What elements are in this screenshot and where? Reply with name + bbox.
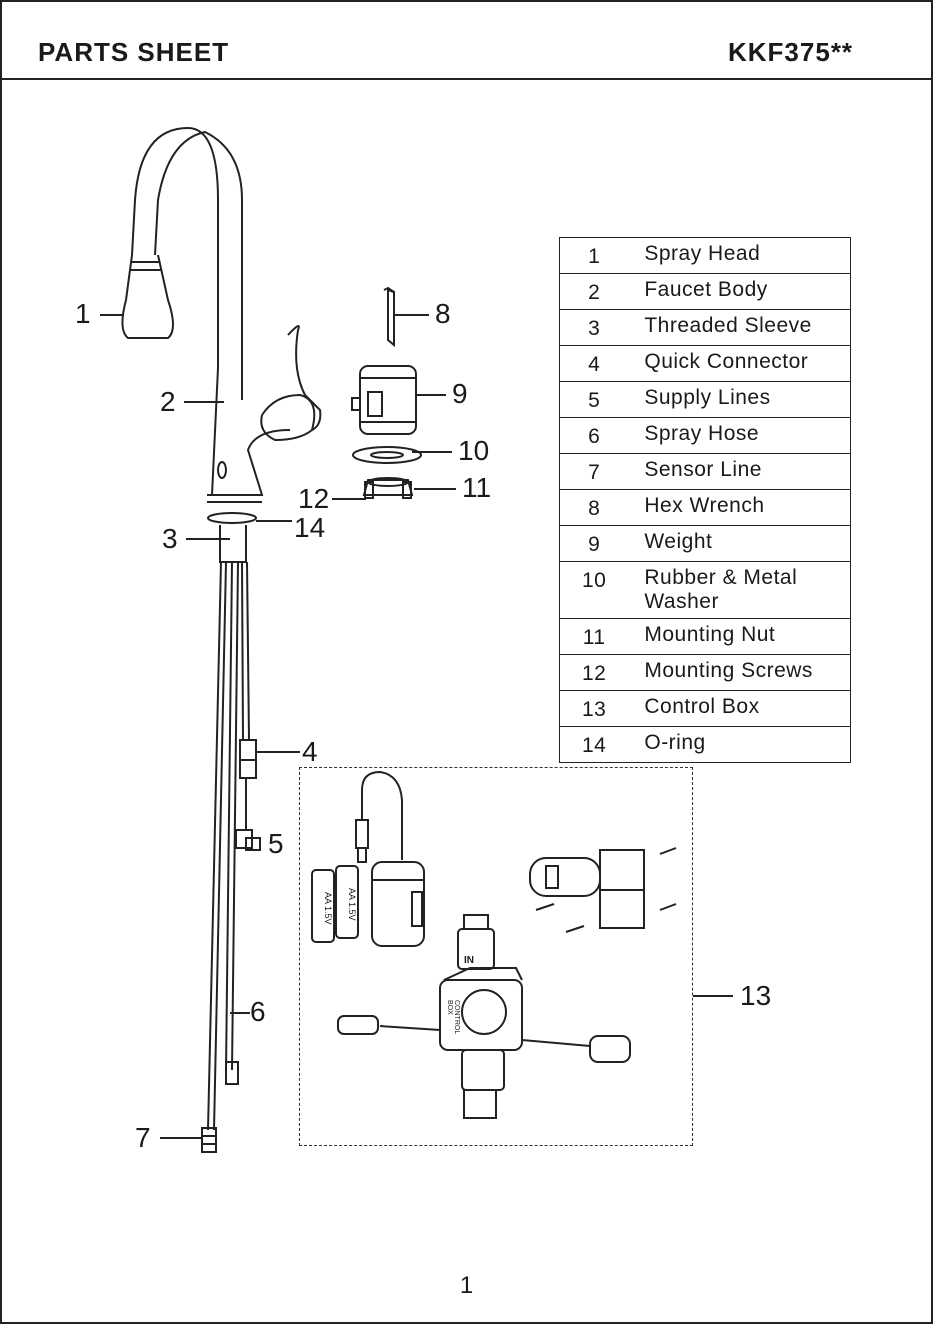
leader-1 <box>100 314 124 316</box>
part-name: O-ring <box>628 727 850 763</box>
part-name: Rubber & Metal Washer <box>628 562 850 619</box>
callout-5: 5 <box>268 830 284 858</box>
part-number: 10 <box>560 562 629 619</box>
part-number: 12 <box>560 655 629 691</box>
callout-10: 10 <box>458 437 489 465</box>
leader-14 <box>256 520 292 522</box>
callout-4: 4 <box>302 738 318 766</box>
part-number: 1 <box>560 238 629 274</box>
part-number: 7 <box>560 454 629 490</box>
part-number: 4 <box>560 346 629 382</box>
valve-in-label: IN <box>464 955 474 966</box>
callout-9: 9 <box>452 380 468 408</box>
callout-11: 11 <box>462 474 491 502</box>
callout-7: 7 <box>135 1124 151 1152</box>
callout-3: 3 <box>162 525 178 553</box>
callout-2: 2 <box>160 388 176 416</box>
leader-13 <box>693 995 733 997</box>
leader-8 <box>395 314 429 316</box>
part-number: 5 <box>560 382 629 418</box>
leader-7 <box>160 1137 202 1139</box>
part-number: 3 <box>560 310 629 346</box>
leader-10 <box>412 451 452 453</box>
leader-9 <box>416 394 446 396</box>
part-name: Mounting Screws <box>628 655 850 691</box>
part-name: Supply Lines <box>628 382 850 418</box>
callout-13: 13 <box>740 982 771 1010</box>
part-name: Threaded Sleeve <box>628 310 850 346</box>
part-name: Mounting Nut <box>628 619 850 655</box>
part-name: Faucet Body <box>628 274 850 310</box>
part-number: 9 <box>560 526 629 562</box>
callout-12: 12 <box>298 485 329 513</box>
threaded-sleeve-shape <box>220 525 246 562</box>
part-name: Sensor Line <box>628 454 850 490</box>
callout-14: 14 <box>294 514 325 542</box>
part-number: 13 <box>560 691 629 727</box>
hex-wrench-shape <box>388 290 394 345</box>
part-number: 14 <box>560 727 629 763</box>
battery-label-1: AA 1.5V <box>313 878 333 938</box>
part-name: Spray Head <box>628 238 850 274</box>
spray-head-shape <box>122 255 173 338</box>
part-name: Spray Hose <box>628 418 850 454</box>
part-number: 6 <box>560 418 629 454</box>
callout-6: 6 <box>250 998 266 1026</box>
leader-6 <box>230 1012 250 1014</box>
leader-12 <box>332 498 366 500</box>
part-name: Hex Wrench <box>628 490 850 526</box>
part-name: Control Box <box>628 691 850 727</box>
washer-shape <box>353 447 421 463</box>
spout-outline-outer <box>132 128 218 368</box>
part-number: 11 <box>560 619 629 655</box>
leader-3 <box>186 538 230 540</box>
control-box-detail-region <box>299 767 693 1146</box>
part-name: Quick Connector <box>628 346 850 382</box>
leader-11 <box>414 488 456 490</box>
callout-8: 8 <box>435 300 451 328</box>
page-number: 1 <box>0 1272 933 1300</box>
spout-outline-inner <box>155 132 242 368</box>
callout-1: 1 <box>75 300 91 328</box>
part-name: Weight <box>628 526 850 562</box>
part-number: 8 <box>560 490 629 526</box>
leader-2 <box>184 401 224 403</box>
battery-label-2: AA 1.5V <box>337 874 357 934</box>
control-box-label: CONTROL BOX <box>446 1000 460 1044</box>
leader-4 <box>256 751 300 753</box>
part-number: 2 <box>560 274 629 310</box>
